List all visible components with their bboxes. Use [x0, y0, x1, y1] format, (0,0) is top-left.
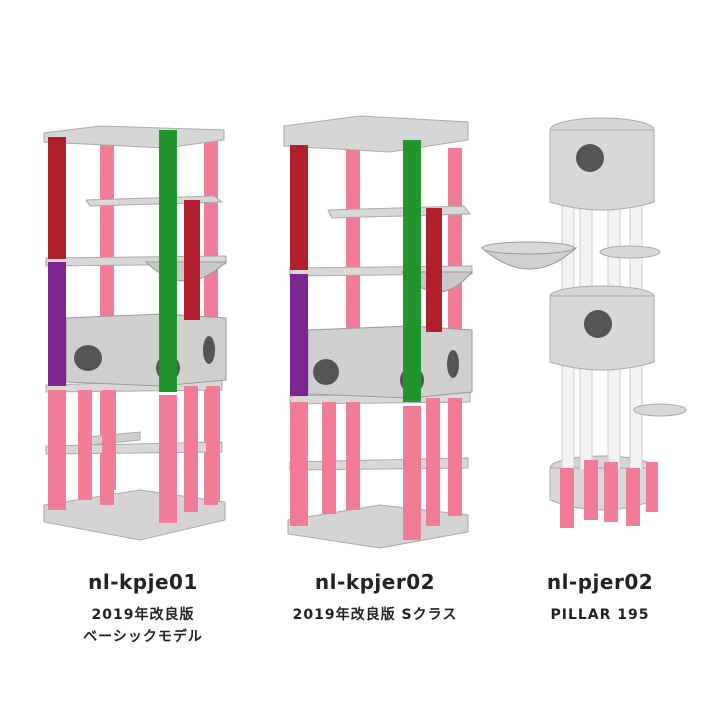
product-card-3: nl-pjer02 PILLAR 195: [480, 0, 720, 720]
model-name: nl-kpjer02: [314, 570, 436, 594]
product-card-2: nl-kpjer02 2019年改良版 Sクラス: [260, 0, 490, 720]
subtitle-line: ベーシックモデル: [83, 629, 203, 645]
product-caption-2: nl-kpjer02 2019年改良版 Sクラス: [260, 570, 490, 626]
product-card-1: nl-kpje01 2019年改良版 ベーシックモデル: [0, 0, 260, 720]
cat-tower-image-2: [283, 115, 474, 549]
model-name: nl-pjer02: [546, 570, 654, 594]
cat-tower-image-3: [480, 117, 687, 528]
subtitle-line: 2019年改良版 Sクラス: [292, 607, 458, 623]
product-caption-3: nl-pjer02 PILLAR 195: [480, 570, 720, 626]
model-name: nl-kpje01: [88, 570, 198, 594]
subtitle-line: 2019年改良版: [91, 607, 195, 623]
product-caption-1: nl-kpje01 2019年改良版 ベーシックモデル: [0, 570, 286, 648]
cat-tower-image-1: [43, 125, 228, 541]
subtitle-line: PILLAR 195: [550, 607, 650, 623]
